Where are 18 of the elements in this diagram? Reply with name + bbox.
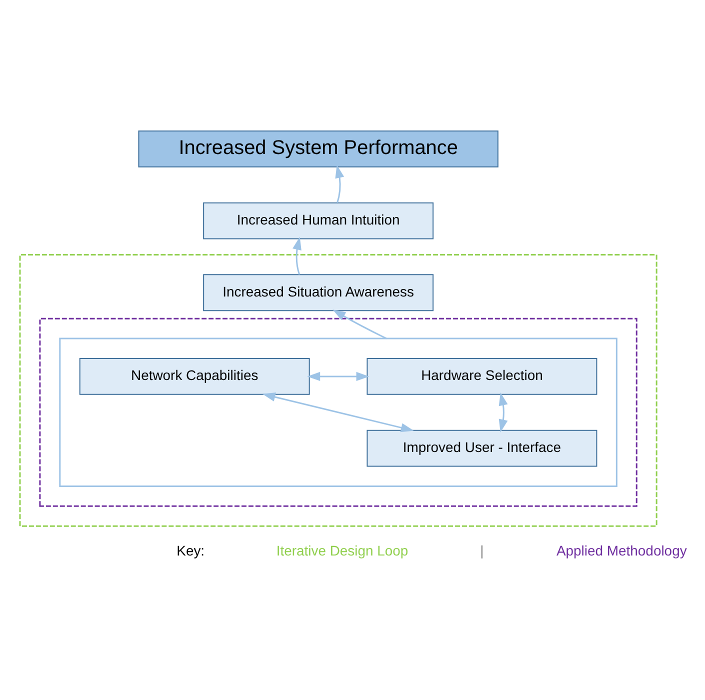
- node-box: Increased Situation Awareness: [203, 274, 434, 311]
- arrow: [307, 371, 370, 380]
- node-box: Improved User - Interface: [366, 429, 598, 466]
- arrow: [498, 392, 508, 432]
- node-box: Hardware Selection: [366, 357, 598, 394]
- arrow: [262, 392, 414, 432]
- cluster: [19, 253, 658, 526]
- legend-label: Applied Methodology: [556, 542, 687, 558]
- node-box: Increased System Performance: [138, 130, 498, 167]
- label: Key:: [176, 542, 205, 558]
- label: |: [480, 542, 484, 558]
- arrow: [292, 236, 302, 274]
- legend-label: Iterative Design Loop: [276, 542, 408, 558]
- arrow: [335, 164, 344, 202]
- cluster: [39, 317, 638, 506]
- node-box: Network Capabilities: [79, 357, 310, 394]
- node-box: Increased Human Intuition: [203, 202, 434, 239]
- cluster: [59, 337, 618, 486]
